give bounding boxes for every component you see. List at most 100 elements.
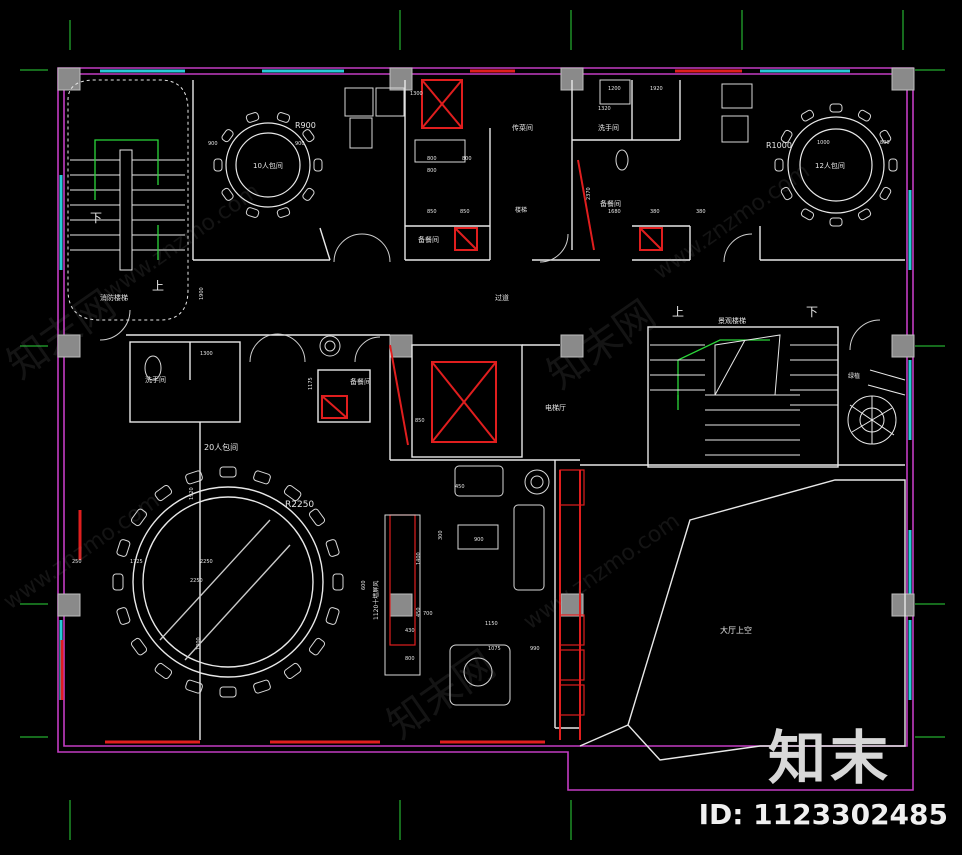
chair	[879, 186, 892, 201]
right-stair	[650, 334, 838, 456]
label-washroom-top: 洗手间	[598, 123, 619, 132]
chair	[276, 112, 291, 123]
chair	[276, 207, 291, 218]
chair	[221, 187, 234, 201]
chair	[185, 679, 203, 694]
chair	[116, 607, 131, 625]
dimension-label: 800	[427, 168, 437, 174]
dimension-label: 1900	[199, 287, 205, 300]
label-room10: 10人包间	[253, 161, 283, 170]
dimension-label: 1920	[189, 487, 195, 500]
watermark-cn-3: 知末网	[379, 642, 504, 749]
label-room12-radius: R1000	[766, 141, 792, 150]
chair	[829, 103, 843, 113]
brand-logo: 知末	[768, 711, 892, 795]
chair	[879, 129, 892, 144]
left-stair	[67, 79, 189, 321]
dimension-label: 450	[416, 607, 422, 617]
chair	[221, 129, 234, 143]
label-stair-right-up: 上	[672, 305, 684, 319]
dimension-label: 800	[427, 156, 437, 162]
watermark-cn-1: 知末网	[0, 282, 124, 389]
dimension-label: 1150	[485, 621, 498, 627]
table-20p	[132, 486, 324, 678]
dimension-label: 1300	[200, 351, 213, 357]
chair	[332, 573, 344, 591]
chair	[213, 158, 223, 172]
dimension-label: 2250	[190, 578, 203, 584]
chair	[308, 637, 326, 656]
dimension-label: 380	[696, 209, 706, 215]
chair	[325, 539, 340, 557]
dimension-label: 300	[438, 530, 444, 540]
chair	[780, 129, 793, 144]
dimension-label: 1300	[410, 91, 423, 97]
dimension-label: 450	[455, 484, 465, 490]
label-passage: 传菜间	[512, 123, 533, 132]
dimension-label: 900	[208, 141, 218, 147]
interior-walls	[126, 80, 906, 761]
label-room12: 12人包间	[815, 161, 845, 170]
chairs	[112, 103, 898, 698]
chair	[130, 508, 148, 527]
dimension-label: 1075	[488, 646, 501, 652]
dimension-label: 700	[423, 611, 433, 617]
label-screen: 1120十墙屏风	[372, 581, 380, 620]
chair	[185, 470, 203, 485]
label-green-plant: 绿植	[848, 372, 860, 380]
door-swings	[99, 233, 881, 363]
label-small-stair: 楼梯	[515, 206, 527, 214]
chair	[308, 508, 326, 527]
label-stair-left-down: 下	[90, 211, 102, 225]
brand-name: 知末	[767, 724, 892, 792]
chair	[774, 158, 784, 172]
door-marks	[321, 79, 663, 740]
chair	[219, 686, 237, 698]
dimension-label: 800	[880, 140, 890, 146]
label-hall-void: 大厅上空	[720, 625, 752, 635]
chair	[116, 539, 131, 557]
dimension-label: 800	[405, 656, 415, 662]
watermark-url-1: www.znzmo.com	[99, 179, 264, 305]
chair	[888, 158, 898, 172]
chair	[313, 158, 323, 172]
label-washroom-left: 洗手间	[145, 375, 166, 384]
chair	[112, 573, 124, 591]
lounge-furniture	[144, 79, 753, 706]
windows	[59, 69, 912, 744]
chair	[253, 470, 271, 485]
room-labels: 消防楼梯 下 上 10人包间 R900 12人包间 R1000 洗手间 洗手间 …	[90, 121, 860, 635]
columns	[57, 67, 915, 617]
dimension-label: 800	[462, 156, 472, 162]
dimension-label: 1200	[608, 86, 621, 92]
outer-walls	[57, 67, 914, 791]
label-corridor: 过道	[495, 293, 509, 302]
dimension-label: 2250	[200, 559, 213, 565]
dimension-label: 1175	[308, 377, 314, 390]
chair	[154, 484, 173, 502]
dimension-label: 1400	[416, 552, 422, 565]
label-stair-left-up: 上	[152, 279, 164, 293]
chair	[219, 466, 237, 478]
dimension-label: 900	[474, 537, 484, 543]
chair	[245, 112, 260, 123]
watermark-url-3: www.znzmo.com	[0, 489, 165, 615]
chair	[302, 129, 315, 143]
dimension-label: 850	[460, 209, 470, 215]
chair	[800, 109, 815, 122]
chair	[130, 637, 148, 656]
label-stair-right-down: 下	[806, 305, 818, 319]
dimension-label: 900	[295, 141, 305, 147]
chair	[245, 207, 260, 218]
dimension-label: 1920	[650, 86, 663, 92]
dimension-label: 430	[405, 628, 415, 634]
table-10p	[225, 122, 311, 208]
chair	[283, 662, 302, 680]
dimension-label: 1320	[598, 106, 611, 112]
dimension-label: 990	[530, 646, 540, 652]
watermark-url-2: www.znzmo.com	[649, 159, 814, 285]
chair	[857, 109, 872, 122]
dimension-label: 600	[361, 580, 367, 590]
